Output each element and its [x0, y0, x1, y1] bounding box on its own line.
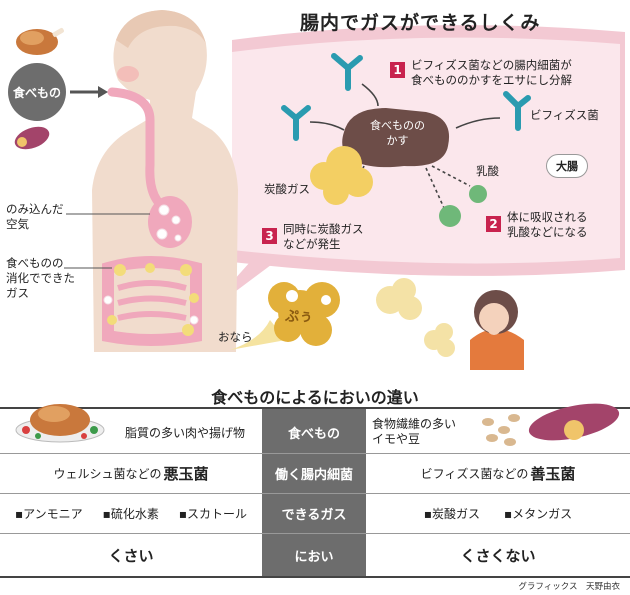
food-circle	[8, 63, 66, 121]
bifido-label: ビフィズス菌	[530, 108, 599, 122]
swallowed-air-label: のみ込んだ 空気	[6, 202, 64, 231]
woman-icon	[470, 290, 524, 370]
row4-center: におい	[262, 534, 366, 576]
food-input-label: 食べもの	[12, 86, 61, 100]
row4-left: くさい	[108, 546, 154, 565]
row2-left: ウェルシュ菌などの 悪玉菌	[0, 454, 262, 493]
sweet-potato-icon	[14, 126, 50, 150]
large-intestine-badge: 大腸	[546, 154, 588, 178]
gas-cloud	[310, 146, 373, 205]
table-top-rule	[0, 407, 630, 409]
onara-cloud	[230, 282, 340, 350]
fried-chicken-icon	[15, 404, 105, 443]
bacteria-icons	[281, 53, 531, 141]
chicken-icon	[16, 28, 64, 55]
step-2-text: 体に吸収される 乳酸などになる	[507, 210, 588, 239]
row2-right-bold: 善玉菌	[530, 465, 576, 483]
row2-right-prefix: ビフィズス菌などの	[420, 467, 529, 481]
row2-center: 働く腸内細菌	[262, 454, 366, 493]
potato-beans-icon	[482, 403, 620, 446]
row3-left-item: ▪スカトール	[178, 507, 247, 521]
diagram-title: 腸内でガスができるしくみ	[300, 12, 541, 34]
row3-right-item: ▪メタンガス	[504, 507, 573, 521]
row2-left-bold: 悪玉菌	[163, 465, 209, 483]
credit: グラフィックス 天野由衣	[518, 582, 620, 592]
step-2-number: 2	[486, 216, 501, 232]
stomach	[148, 196, 192, 248]
poo-sound: ぷぅ	[285, 309, 313, 325]
step-1-text: ビフィズス菌などの腸内細菌が 食べもののかすをエサにし分解	[411, 58, 572, 87]
digestion-gas-label: 食べものの 消化でできた ガス	[6, 256, 75, 300]
step-1-number: 1	[390, 62, 405, 78]
lactic-acid-label: 乳酸	[476, 164, 499, 178]
row2-right: ビフィズス菌などの 善玉菌	[366, 454, 630, 493]
row3-right: ▪炭酸ガス ▪メタンガス	[366, 494, 630, 533]
row1-center: 食べもの	[262, 411, 366, 453]
row2-left-prefix: ウェルシュ菌などの	[53, 467, 162, 481]
gas-diagram-illustration	[8, 10, 625, 370]
row3-left: ▪アンモニア ▪硫化水素 ▪スカトール	[0, 494, 262, 533]
food-waste-blob	[342, 108, 450, 168]
co2-label: 炭酸ガス	[264, 182, 310, 196]
row4-right: くさくない	[460, 546, 536, 565]
row3-right-item: ▪炭酸ガス	[423, 507, 480, 521]
row1-right: 食物繊維の多い イモや豆	[372, 417, 457, 446]
row3-left-item: ▪アンモニア	[15, 507, 83, 521]
row3-left-item: ▪硫化水素	[102, 507, 159, 521]
colon	[102, 256, 202, 346]
step-3-number: 3	[262, 228, 277, 244]
row3-center: できるガス	[262, 494, 366, 533]
step-3-text: 同時に炭酸ガス などが発生	[283, 222, 364, 251]
onara-label: おなら	[218, 330, 253, 344]
row1-left: 脂質の多い肉や揚げ物	[124, 425, 245, 440]
food-waste-label: 食べものの かす	[370, 119, 425, 147]
table-title: 食べものによるにおいの違い	[211, 388, 419, 407]
